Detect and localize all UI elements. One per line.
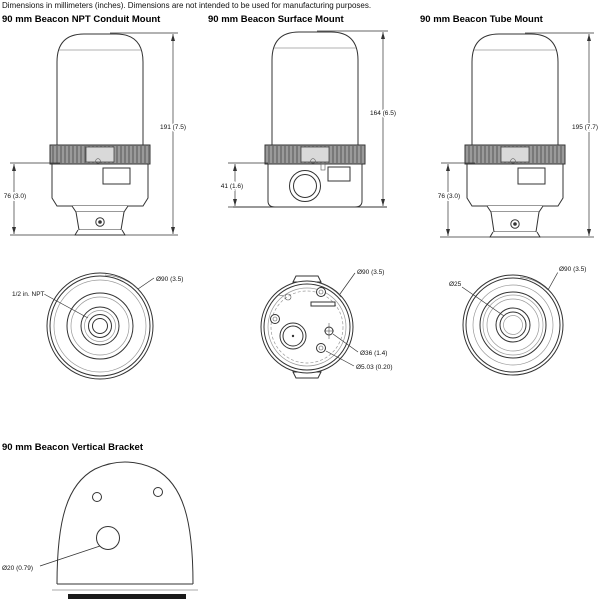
surface-outer-diameter-callout: Ø90 (3.5)	[357, 269, 384, 276]
npt-bottom-view: Ø90 (3.5) 1/2 in. NPT	[11, 272, 185, 380]
surface-hole-diameter-callout: Ø36 (1.4)	[360, 350, 387, 357]
surface-bottom-view: Ø90 (3.5) Ø36 (1.4) Ø5.03 (0.20)	[260, 268, 394, 379]
tube-diameter-callout: Ø25	[449, 281, 462, 288]
dimensions-note: Dimensions in millimeters (inches). Dime…	[2, 1, 372, 10]
surface-base-dimension: 41 (1.6)	[221, 183, 243, 190]
npt-thread-callout: 1/2 in. NPT	[12, 291, 45, 298]
surface-screw-diameter-callout: Ø5.03 (0.20)	[356, 364, 393, 371]
npt-height-dimension: 191 (7.5)	[160, 124, 186, 131]
tube-side-view: 195 (7.7) 76 (3.0)	[436, 32, 600, 238]
bracket-front-view: Ø20 (0.79)	[1, 461, 198, 599]
surface-height-dimension: 164 (6.5)	[370, 110, 396, 117]
npt-outer-diameter-callout: Ø90 (3.5)	[156, 276, 183, 283]
section-title-tube-mount: 90 mm Beacon Tube Mount	[420, 14, 543, 25]
bracket-hole-diameter-callout: Ø20 (0.79)	[2, 565, 33, 572]
section-title-vertical-bracket: 90 mm Beacon Vertical Bracket	[2, 442, 143, 453]
npt-base-dimension: 76 (3.0)	[4, 193, 26, 200]
npt-side-view: 191 (7.5) 76 (3.0)	[2, 32, 188, 236]
tube-outer-diameter-callout: Ø90 (3.5)	[559, 266, 586, 273]
tube-height-dimension: 195 (7.7)	[572, 124, 598, 131]
tube-base-dimension: 76 (3.0)	[438, 193, 460, 200]
surface-side-view: 164 (6.5) 41 (1.6)	[219, 30, 398, 208]
section-title-npt-conduit-mount: 90 mm Beacon NPT Conduit Mount	[2, 14, 161, 25]
tube-bottom-view: Ø25 Ø90 (3.5)	[448, 265, 588, 376]
section-title-surface-mount: 90 mm Beacon Surface Mount	[208, 14, 344, 25]
